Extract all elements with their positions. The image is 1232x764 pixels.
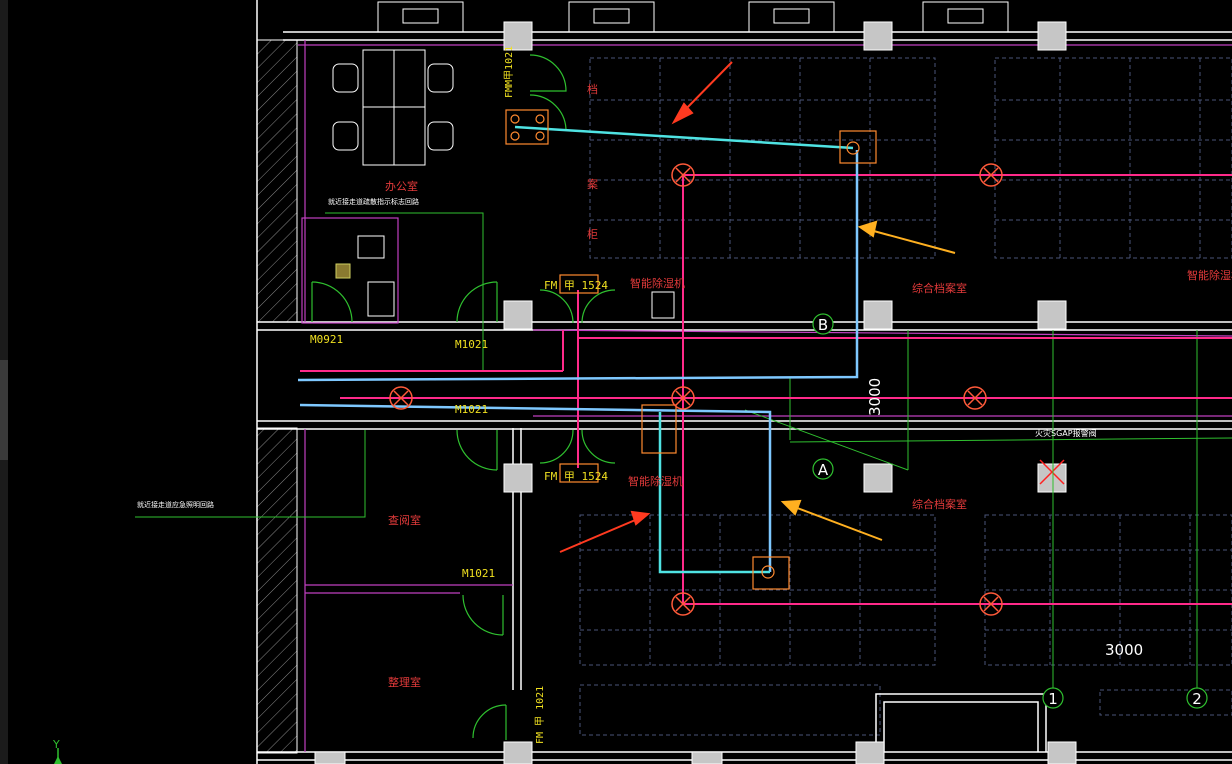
vertical-label-char-1: 档 — [587, 82, 598, 96]
ucs-y-label: Y — [52, 738, 60, 751]
equipment-units — [505, 109, 877, 590]
axis-label-a: A — [818, 461, 829, 479]
door-tag-fmm-vertical: FMM甲1021 — [504, 46, 515, 98]
label-dehumidifier-3: 智能除湿机 — [1187, 268, 1232, 282]
axis-label-1: 1 — [1048, 690, 1058, 708]
door-tag-m1021-a: M1021 — [455, 338, 488, 351]
office-furniture — [332, 49, 454, 317]
cyan-ducts — [514, 125, 854, 574]
panel-collapse-handle[interactable] — [0, 360, 8, 460]
door-tag-fm-vertical-bottom: FM 甲 1021 — [535, 686, 546, 744]
sprinkler-heads — [389, 163, 1003, 616]
dimension-horizontal: 3000 — [1105, 641, 1143, 659]
ucs-axis-icon: Y — [52, 738, 62, 764]
circuit-lines — [135, 212, 1232, 700]
door-tag-fm-lower: FM 甲 1524 — [544, 470, 608, 483]
partition-walls — [298, 40, 1232, 752]
axis-bubble-b: B — [812, 313, 834, 335]
orange-annotation-arrows — [780, 220, 956, 541]
blue-ducts — [297, 150, 859, 572]
door-tag-m0921: M0921 — [310, 333, 343, 346]
axis-bubble-1: 1 — [1042, 687, 1064, 709]
top-windows — [377, 1, 1009, 33]
dimension-vertical: 3000 — [866, 378, 884, 416]
vertical-label-char-3: 柜 — [587, 228, 598, 241]
archive-shelving-grid-lower — [579, 514, 1232, 736]
pink-pipes — [300, 174, 1232, 605]
note-evacuation-sign-circuit: 就近接走道疏散指示标志回路 — [328, 197, 419, 206]
label-dehumidifier-2: 智能除湿机 — [628, 474, 683, 488]
axis-bubble-a: A — [812, 458, 834, 480]
door-tag-m1021-c: M1021 — [462, 567, 495, 580]
building-walls — [256, 0, 1232, 764]
label-dehumidifier-1: 智能除湿机 — [630, 276, 685, 290]
structural-columns — [314, 21, 1077, 764]
vertical-label-char-2: 案 — [587, 177, 598, 191]
room-label-inspection: 查阅室 — [388, 513, 421, 527]
restroom-fixture — [335, 263, 351, 279]
axis-label-b: B — [818, 316, 828, 334]
dehumidifier-box-1 — [651, 291, 675, 319]
axis-label-2: 2 — [1192, 690, 1202, 708]
room-label-archive-upper: 综合档案室 — [912, 281, 967, 295]
door-swings — [311, 54, 616, 740]
room-label-archive-lower: 综合档案室 — [912, 497, 967, 511]
door-tag-m1021-b: M1021 — [455, 403, 488, 416]
exterior-wall-hatch-upper — [256, 39, 298, 323]
room-label-storage: 整理室 — [388, 675, 421, 689]
fire-alarm-valve-icon — [1039, 459, 1065, 485]
note-fire-alarm-valve: 火灾SGAP报警阀 — [1035, 428, 1097, 438]
note-emergency-lighting-circuit: 就近接走道应急照明回路 — [137, 500, 214, 509]
left-panel-strip — [0, 0, 8, 764]
room-label-office: 办公室 — [385, 179, 418, 193]
archive-shelving-grid-upper — [589, 57, 1232, 259]
exterior-wall-hatch-lower — [256, 427, 298, 754]
red-annotation-arrows — [559, 61, 733, 553]
axis-bubble-2: 2 — [1186, 687, 1208, 709]
door-tag-fm-upper: FM 甲 1524 — [544, 279, 608, 292]
